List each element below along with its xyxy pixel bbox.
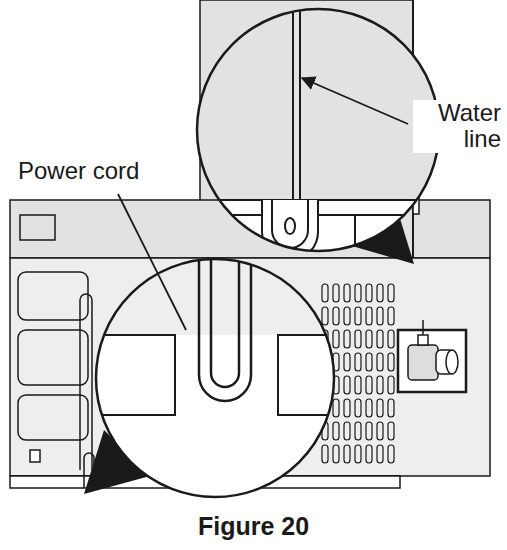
vent-slot bbox=[344, 307, 350, 325]
vent-slot bbox=[388, 307, 394, 325]
vent-slot bbox=[366, 445, 372, 463]
vent-slot bbox=[344, 353, 350, 371]
vent-slot bbox=[355, 330, 361, 348]
vent-slot bbox=[377, 330, 383, 348]
vent-slot bbox=[355, 307, 361, 325]
vent-slot bbox=[355, 376, 361, 394]
vent-slot bbox=[322, 284, 328, 302]
water-valve bbox=[398, 320, 466, 392]
vent-slot bbox=[333, 422, 339, 440]
vent-slot bbox=[377, 422, 383, 440]
vent-slot bbox=[344, 376, 350, 394]
water-line-detail bbox=[190, 0, 450, 260]
vent-slot bbox=[333, 399, 339, 417]
figure-caption: Figure 20 bbox=[195, 512, 312, 541]
vent-slot bbox=[366, 353, 372, 371]
vent-slot bbox=[366, 376, 372, 394]
vent-slot bbox=[344, 284, 350, 302]
vent-slot bbox=[388, 422, 394, 440]
vent-slot bbox=[377, 307, 383, 325]
vent-slot bbox=[377, 399, 383, 417]
vent-slot bbox=[366, 399, 372, 417]
vent-slot bbox=[344, 330, 350, 348]
vent-slot bbox=[344, 445, 350, 463]
leader-line bbox=[302, 78, 408, 124]
part-label: Water line bbox=[413, 100, 503, 153]
vent-slot bbox=[388, 330, 394, 348]
vent-slot bbox=[333, 284, 339, 302]
vent-slot bbox=[333, 307, 339, 325]
vent-slot bbox=[388, 445, 394, 463]
leader-line bbox=[118, 194, 186, 330]
vent-slot bbox=[333, 330, 339, 348]
vent-slot bbox=[388, 376, 394, 394]
vent-slot bbox=[366, 307, 372, 325]
vent-slot bbox=[388, 353, 394, 371]
vent-slot bbox=[377, 376, 383, 394]
vent-slot bbox=[322, 445, 328, 463]
vent-slot bbox=[355, 399, 361, 417]
vent-slot bbox=[366, 422, 372, 440]
vent-slot bbox=[344, 399, 350, 417]
vent-slot bbox=[366, 330, 372, 348]
vent-slot bbox=[377, 353, 383, 371]
power-cord-detail bbox=[90, 250, 350, 497]
vent-slot bbox=[388, 284, 394, 302]
vent-slot bbox=[355, 445, 361, 463]
vent-slot bbox=[322, 307, 328, 325]
vent-slot bbox=[366, 284, 372, 302]
vent-slot bbox=[377, 445, 383, 463]
vent-slot bbox=[355, 353, 361, 371]
vent-slot bbox=[333, 445, 339, 463]
vent-slot bbox=[344, 422, 350, 440]
vent-slot bbox=[355, 284, 361, 302]
part-label: Power cord bbox=[16, 158, 141, 184]
vent-slot bbox=[388, 399, 394, 417]
vent-slot bbox=[355, 422, 361, 440]
vent-slot bbox=[377, 284, 383, 302]
